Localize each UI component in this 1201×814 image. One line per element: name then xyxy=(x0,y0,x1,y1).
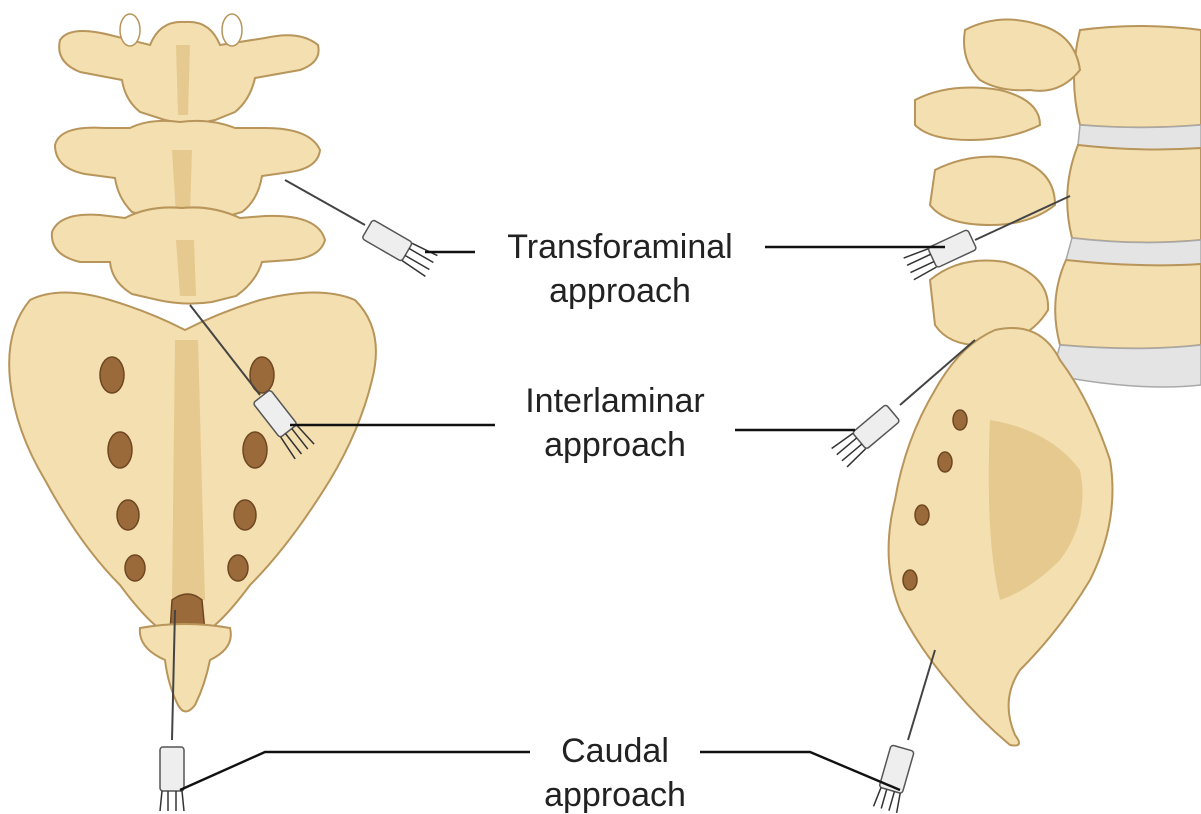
posterior-vertebra-l3 xyxy=(59,14,318,123)
caudal-label-line1: Caudal xyxy=(561,732,669,770)
transforaminal-label-line1: Transforaminal xyxy=(507,228,732,266)
caudal-left-leader xyxy=(180,752,530,790)
posterior-sacrum xyxy=(9,293,376,641)
lateral-sacrum xyxy=(889,328,1113,746)
lateral-spine-view xyxy=(889,20,1201,746)
posterior-coccyx xyxy=(140,624,231,712)
transforaminal-label-line2: approach xyxy=(549,272,691,310)
interlaminar-label-line2: approach xyxy=(544,426,686,464)
posterior-spine-view xyxy=(9,14,376,712)
transforaminal-label: Transforaminal approach xyxy=(507,228,732,310)
lateral-vertebral-bodies xyxy=(1052,26,1201,387)
caudal-label: Caudal approach xyxy=(544,732,686,814)
caudal-right-leader xyxy=(700,752,900,790)
interlaminar-label-line1: Interlaminar xyxy=(525,382,705,420)
posterior-vertebra-l5 xyxy=(52,207,325,303)
caudal-label-line2: approach xyxy=(544,776,686,814)
interlaminar-label: Interlaminar approach xyxy=(525,382,705,464)
lateral-caudal-needle xyxy=(874,650,935,813)
